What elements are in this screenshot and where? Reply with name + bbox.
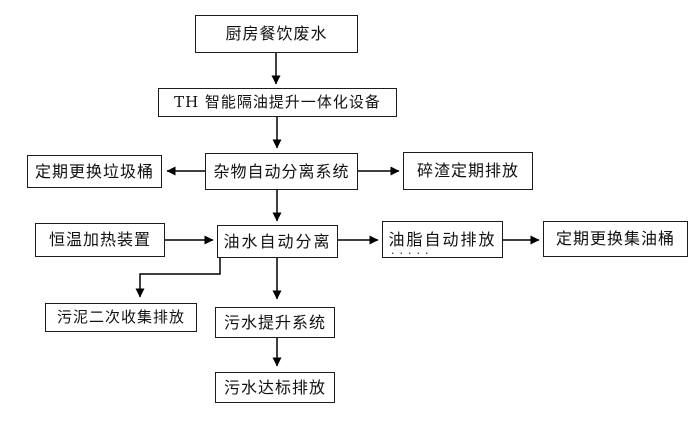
grease-emphasis-dots: ····· (391, 247, 434, 260)
node-debris-separation-system: 杂物自动分离系统 (205, 153, 358, 190)
node-replace-trash-bin: 定期更换垃圾桶 (27, 155, 162, 188)
node-sewage-lift-system-label: 污水提升系统 (223, 312, 326, 332)
node-sewage-standard-discharge: 污水达标排放 (215, 372, 335, 403)
node-thermostatic-heater-label: 恒温加热装置 (48, 230, 151, 249)
node-oil-water-separation-label: 油水自动分离 (223, 231, 332, 251)
node-residue-discharge-label: 碎渣定期排放 (416, 161, 519, 180)
node-sewage-lift-system: 污水提升系统 (215, 307, 335, 338)
node-residue-discharge: 碎渣定期排放 (403, 152, 533, 190)
node-replace-oil-drum: 定期更换集油桶 (543, 221, 688, 257)
node-replace-oil-drum-label: 定期更换集油桶 (555, 229, 675, 248)
node-th-integrated-device: TH 智能隔油提升一体化设备 (158, 88, 397, 117)
node-sludge-collection-discharge-label: 污泥二次收集排放 (56, 308, 185, 326)
node-oil-water-separation: 油水自动分离 (217, 225, 338, 258)
node-debris-separation-system-label: 杂物自动分离系统 (213, 161, 350, 181)
node-sludge-collection-discharge: 污泥二次收集排放 (45, 303, 197, 332)
node-th-integrated-device-label: TH 智能隔油提升一体化设备 (174, 93, 381, 111)
node-sewage-standard-discharge-label: 污水达标排放 (223, 377, 326, 397)
node-thermostatic-heater: 恒温加热装置 (35, 223, 165, 257)
node-kitchen-wastewater-label: 厨房餐饮废水 (225, 24, 328, 43)
node-grease-auto-discharge-label: 油脂自动排放 (388, 229, 497, 249)
node-grease-auto-discharge: 油脂自动排放 ····· (382, 221, 503, 260)
node-kitchen-wastewater: 厨房餐饮废水 (195, 15, 358, 53)
arrow-oilwater-to-sludge (135, 258, 221, 298)
node-replace-trash-bin-label: 定期更换垃圾桶 (34, 161, 154, 181)
